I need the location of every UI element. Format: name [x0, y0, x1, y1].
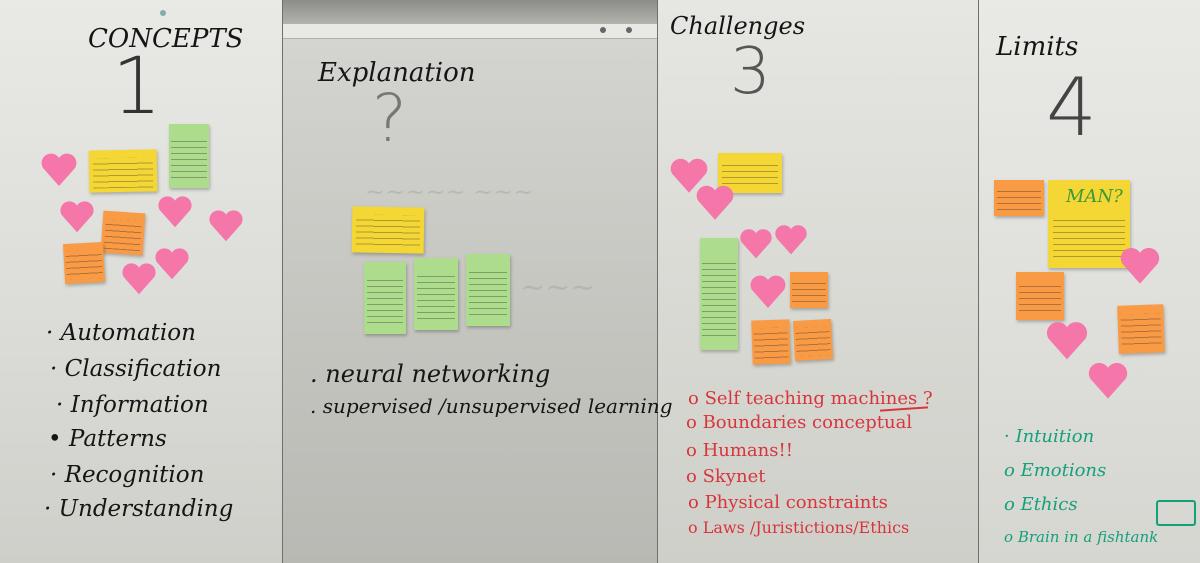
list-item: o Humans!! [686, 440, 793, 461]
heart-sticky-note [38, 150, 80, 190]
heart-sticky-note [668, 155, 710, 197]
heart-sticky-note [1118, 244, 1162, 288]
whiteboard-limits [979, 0, 1200, 563]
list-item: · Information [56, 392, 209, 418]
board-title: Explanation [318, 58, 476, 88]
list-item: · Recognition [50, 462, 205, 488]
sticky-note [88, 149, 158, 193]
list-item: · Classification [50, 356, 222, 382]
list-item: o Boundaries conceptual [686, 412, 913, 433]
wall-light [160, 10, 166, 16]
list-item: o Brain in a fishtank [1004, 528, 1159, 546]
heart-sticky-note [156, 193, 194, 231]
board-number: 3 [730, 35, 771, 109]
heart-sticky-note [58, 198, 96, 236]
note-text: MAN? [1066, 186, 1123, 207]
list-item: . supervised /unsupervised learning [310, 394, 673, 418]
heart-sticky-note [1086, 358, 1130, 404]
list-item: o Physical constraints [688, 492, 888, 513]
heart-sticky-note [772, 222, 810, 258]
board-number: ? [372, 80, 408, 157]
heart-sticky-note [1044, 318, 1090, 364]
list-item: o Emotions [1004, 460, 1107, 481]
erased-marks: ~~~ [520, 270, 596, 305]
rail-screw [600, 27, 606, 33]
board-title: Limits [996, 32, 1079, 62]
sticky-note [169, 124, 209, 188]
sticky-note [414, 258, 458, 330]
erased-marks: ~~~~~ ~~~ [365, 178, 534, 206]
heart-sticky-note [748, 272, 788, 312]
list-item: · Intuition [1004, 426, 1095, 447]
sticky-note [1016, 272, 1064, 320]
board-title: Challenges [670, 12, 806, 40]
sticky-note [751, 319, 791, 365]
sticky-note [100, 210, 146, 256]
list-item: o Laws /Juristictions/Ethics [688, 518, 910, 537]
fishtank-sketch-icon [1156, 500, 1196, 526]
board-rail [283, 24, 657, 39]
sticky-note [792, 319, 834, 361]
sticky-note [62, 241, 106, 285]
heart-sticky-note [119, 260, 159, 298]
board-number: 4 [1046, 61, 1097, 154]
sticky-note [790, 272, 828, 308]
board-title: CONCEPTS [88, 24, 244, 54]
heart-sticky-note [694, 182, 736, 224]
heart-sticky-note [152, 245, 192, 283]
sticky-note [994, 180, 1044, 216]
sticky-note [1117, 304, 1165, 354]
list-item: o Skynet [686, 466, 766, 487]
heart-sticky-note [207, 206, 245, 246]
list-item: • Patterns [48, 426, 167, 452]
sticky-note [364, 262, 406, 334]
heart-sticky-note [736, 226, 776, 262]
list-item: . neural networking [310, 360, 551, 388]
sticky-note [466, 254, 510, 326]
board-number: 1 [112, 42, 162, 132]
sticky-note [718, 153, 782, 193]
sticky-note [700, 238, 738, 350]
list-item: · Automation [46, 320, 196, 346]
sticky-note [351, 206, 425, 254]
list-item: o Self teaching machines ? [688, 388, 933, 409]
sticky-note: MAN? [1048, 180, 1130, 268]
list-item: · Understanding [44, 496, 234, 522]
rail-screw [626, 27, 632, 33]
list-item: o Ethics [1004, 494, 1078, 515]
